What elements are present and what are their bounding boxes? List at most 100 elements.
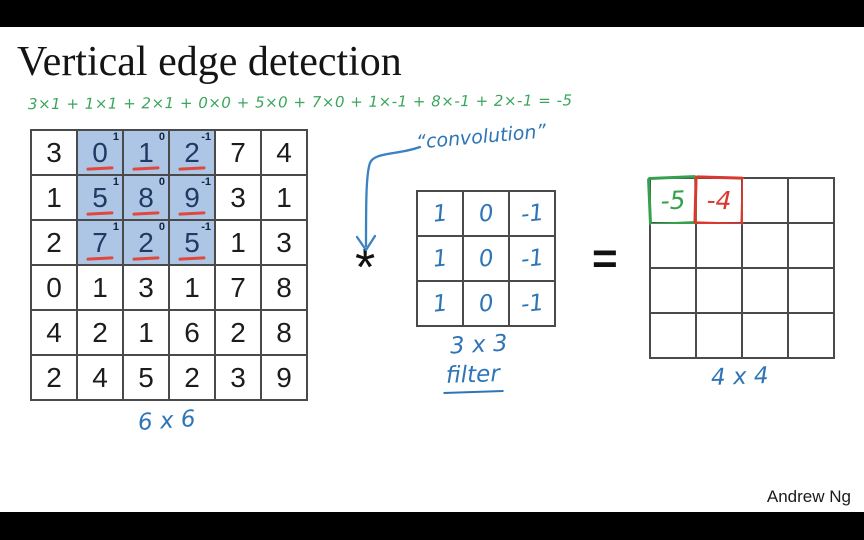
slide-title: Vertical edge detection [17, 39, 402, 85]
filter-cell-r1c0: 1 [418, 237, 462, 280]
input-cell-value: 0 [92, 136, 108, 168]
input-cell-r3c3: 1 [170, 266, 214, 309]
input-cell-value: 5 [138, 361, 154, 393]
filter-name-label: filter [442, 360, 504, 395]
filter-cell-value: -1 [519, 244, 545, 273]
output-cell-r3c1 [697, 314, 741, 357]
red-underline-mark [132, 256, 160, 261]
input-cell-r5c4: 3 [216, 356, 260, 399]
input-cell-value: 2 [184, 361, 200, 393]
input-cell-r0c0: 3 [32, 131, 76, 174]
filter-weight-superscript: -1 [201, 176, 211, 188]
input-cell-value: 2 [230, 316, 246, 348]
red-underline-mark [86, 211, 114, 216]
input-cell-r3c4: 7 [216, 266, 260, 309]
input-cell-r1c5: 1 [262, 176, 306, 219]
output-value-box: -4 [693, 175, 745, 226]
filter-cell-r0c2: -1 [510, 192, 554, 235]
filter-cell-value: 0 [477, 289, 495, 318]
convolution-note: “convolution” [415, 120, 548, 154]
input-cell-value: 4 [46, 316, 62, 348]
input-cell-r4c1: 2 [78, 311, 122, 354]
output-value-box: -5 [646, 174, 700, 227]
input-cell-r0c5: 4 [262, 131, 306, 174]
filter-cell-value: 1 [431, 289, 449, 318]
input-cell-value: 4 [276, 136, 292, 168]
filter-weight-superscript: 1 [112, 131, 119, 143]
input-cell-value: 7 [230, 136, 246, 168]
equals-sign: = [592, 234, 618, 283]
input-cell-value: 8 [276, 316, 292, 348]
input-cell-value: 5 [184, 226, 200, 258]
input-cell-value: 1 [46, 181, 62, 213]
input-cell-value: 1 [138, 136, 154, 168]
input-cell-r3c5: 8 [262, 266, 306, 309]
filter-weight-superscript: 1 [112, 176, 119, 188]
output-cell-r1c2 [743, 224, 787, 267]
filter-cell-value: -1 [519, 199, 545, 228]
input-cell-value: 3 [230, 181, 246, 213]
input-cell-value: 7 [92, 226, 108, 258]
input-cell-value: 6 [184, 316, 200, 348]
input-matrix-size-label: 6 x 6 [137, 406, 197, 436]
output-cell-r3c2 [743, 314, 787, 357]
filter-weight-superscript: -1 [201, 131, 211, 143]
input-cell-value: 1 [138, 316, 154, 348]
filter-weight-superscript: -1 [201, 221, 211, 233]
input-cell-r5c3: 2 [170, 356, 214, 399]
input-cell-value: 7 [230, 271, 246, 303]
filter-weight-superscript: 0 [158, 131, 165, 143]
filter-weight-superscript: 0 [158, 221, 165, 233]
input-cell-value: 5 [92, 181, 108, 213]
red-underline-mark [178, 166, 206, 171]
input-cell-r1c4: 3 [216, 176, 260, 219]
filter-cell-r1c2: -1 [510, 237, 554, 280]
input-cell-value: 1 [230, 226, 246, 258]
author-credit: Andrew Ng [766, 487, 851, 506]
input-cell-value: 1 [184, 271, 200, 303]
convolution-operator: * [355, 239, 376, 297]
input-cell-r4c5: 8 [262, 311, 306, 354]
output-cell-r3c0 [651, 314, 695, 357]
filter-cell-value: -1 [519, 289, 545, 318]
input-cell-r4c0: 4 [32, 311, 76, 354]
filter-size-label: 3 x 3 [449, 330, 509, 360]
red-underline-mark [132, 166, 160, 171]
input-cell-value: 2 [46, 361, 62, 393]
input-cell-r5c5: 9 [262, 356, 306, 399]
output-cell-r1c1 [697, 224, 741, 267]
output-cell-r1c3 [789, 224, 833, 267]
input-cell-r5c2: 5 [124, 356, 168, 399]
input-cell-r2c4: 1 [216, 221, 260, 264]
output-cell-r3c3 [789, 314, 833, 357]
filter-weight-superscript: 0 [158, 176, 165, 188]
output-cell-r2c1 [697, 269, 741, 312]
input-cell-r4c2: 1 [124, 311, 168, 354]
filter-cell-r1c1: 0 [464, 237, 508, 280]
input-cell-value: 3 [138, 271, 154, 303]
filter-cell-r2c2: -1 [510, 282, 554, 325]
input-cell-value: 3 [46, 136, 62, 168]
input-cell-value: 0 [46, 271, 62, 303]
red-underline-mark [178, 211, 206, 216]
input-cell-r3c1: 1 [78, 266, 122, 309]
input-cell-value: 3 [230, 361, 246, 393]
bottom-letterbox-bar [0, 512, 864, 540]
output-cell-r0c2 [743, 179, 787, 222]
red-underline-mark [132, 211, 160, 216]
output-cell-r2c2 [743, 269, 787, 312]
input-cell-value: 3 [276, 226, 292, 258]
input-cell-value: 2 [46, 226, 62, 258]
input-cell-r0c4: 7 [216, 131, 260, 174]
filter-cell-value: 0 [477, 199, 495, 228]
red-underline-mark [86, 256, 114, 261]
output-cell-r2c0 [651, 269, 695, 312]
output-cell-r1c0 [651, 224, 695, 267]
